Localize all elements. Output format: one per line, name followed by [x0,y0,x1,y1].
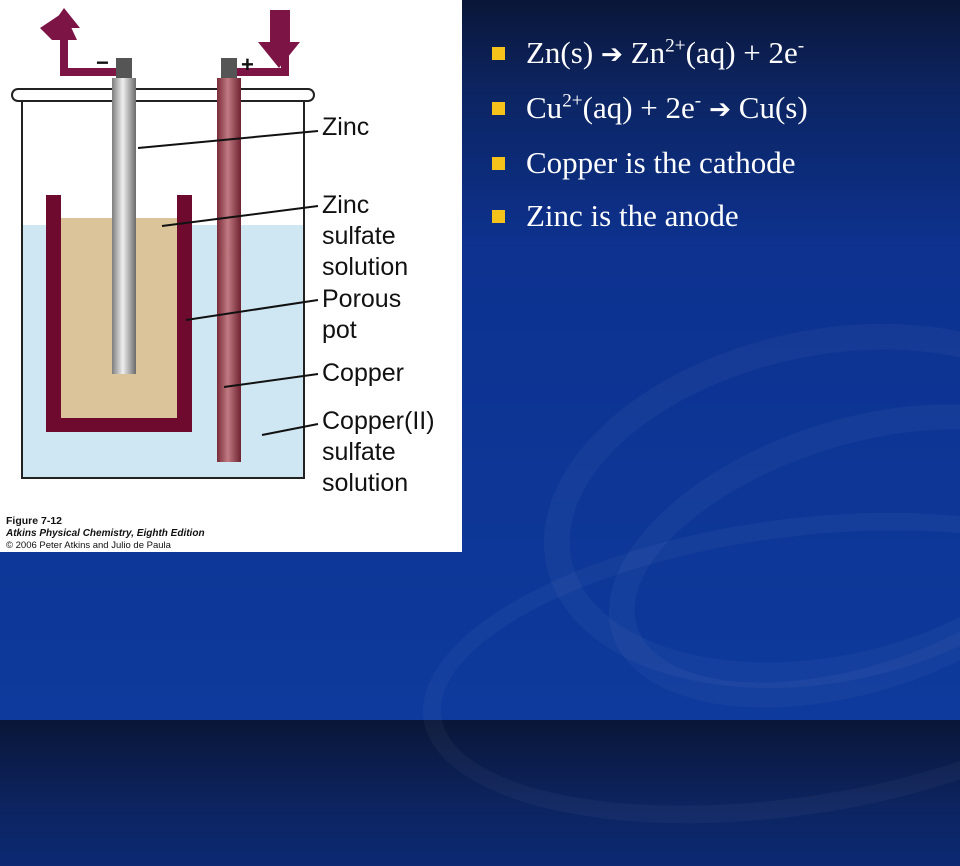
figure-source-book: Atkins Physical Chemistry, Eighth Editio… [6,528,205,539]
zinc-terminal [116,58,132,78]
positive-sign: + [241,52,254,77]
leader-line-zinc-sulfate [161,205,319,227]
label-copper: Copper [322,359,404,387]
bullet-copper-reduction: Cu2+(aq) + 2e- ➔ Cu(s) [490,89,808,129]
label-copper-sulfate-solution: Copper(II) sulfate solution [322,407,435,497]
arrow-up-head-icon [50,8,80,28]
beaker-rim [11,88,315,102]
arrow-down-icon [258,42,300,68]
right-arrow-icon: ➔ [600,40,623,70]
label-zinc-sulfate-solution: Zinc sulfate solution [322,191,409,281]
figure-copyright: © 2006 Peter Atkins and Julio de Paula [6,540,171,551]
superscript: 2+ [562,90,583,112]
text-segment: Zn [622,35,666,70]
leader-line-copper-sulfate [261,423,319,436]
bullet-zinc-oxidation: Zn(s) ➔ Zn2+(aq) + 2e- [490,34,808,74]
arrow-down-shaft [270,10,290,44]
zinc-rod [112,78,136,374]
bullet-cathode: Copper is the cathode [490,144,808,182]
figure-number: Figure 7-12 [6,515,63,527]
copper-rod [217,78,241,462]
bullet-anode: Zinc is the anode [490,197,808,235]
superscript: - [797,35,805,57]
text-segment: (aq) + 2e [685,35,798,70]
leader-line-copper [223,373,319,388]
leader-line-porous-pot [185,299,319,321]
right-arrow-icon: ➔ [708,95,732,125]
label-porous-pot: Porous pot [322,285,402,344]
bullet-list: Zn(s) ➔ Zn2+(aq) + 2e- Cu2+(aq) + 2e- ➔ … [490,34,808,250]
text-segment: (aq) + 2e [582,90,695,125]
superscript: - [694,90,702,112]
negative-sign: − [96,50,109,75]
zinc-wire [60,36,116,76]
superscript: 2+ [665,35,686,57]
copper-terminal [221,58,237,78]
leader-line-zinc [137,130,319,149]
text-segment [701,90,709,125]
label-zinc: Zinc [322,113,370,141]
text-segment: Cu [526,90,563,125]
galvanic-cell-figure: − + Zinc Zinc sulfate solution Porous po… [0,0,462,552]
text-segment: Cu(s) [731,90,808,125]
cell-diagram: − + [11,8,319,479]
text-segment: Zn(s) [526,35,601,70]
